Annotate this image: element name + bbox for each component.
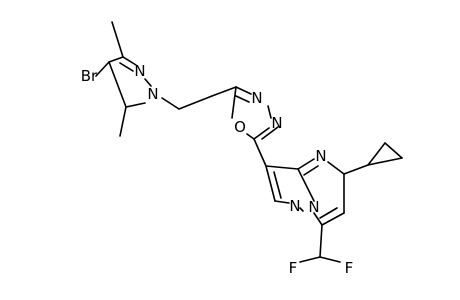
bond <box>321 212 345 226</box>
bond <box>265 165 276 202</box>
atom-f: F <box>289 259 298 277</box>
bond <box>367 142 386 166</box>
bond <box>253 138 267 167</box>
bond <box>231 86 237 119</box>
bond <box>299 207 304 212</box>
bond <box>108 61 127 108</box>
bond <box>319 224 323 258</box>
bond <box>253 127 270 140</box>
bond <box>95 61 110 77</box>
bond <box>384 142 403 159</box>
bond <box>111 21 124 58</box>
bond <box>178 95 213 110</box>
atom-br: Br <box>81 67 98 85</box>
bond <box>235 95 250 103</box>
bond <box>161 97 180 110</box>
bond <box>119 106 127 137</box>
atom-n: N <box>134 62 145 80</box>
bond <box>119 62 134 72</box>
bonds <box>95 21 403 263</box>
bond <box>144 78 152 87</box>
atom-o: O <box>234 118 246 136</box>
bond <box>299 256 321 263</box>
atom-n: N <box>251 89 262 107</box>
bond <box>343 164 369 175</box>
bond <box>313 212 323 226</box>
bond <box>297 168 315 202</box>
atom-n: N <box>308 198 319 216</box>
bond <box>108 56 124 63</box>
bond <box>261 126 279 140</box>
bond <box>211 86 237 97</box>
bond <box>319 256 341 263</box>
bond <box>273 171 282 199</box>
atom-labels: Br N N N N O N N N F F <box>81 62 354 277</box>
bond <box>122 56 137 66</box>
bond <box>303 165 319 176</box>
atom-n: N <box>271 114 282 132</box>
bond <box>297 158 315 170</box>
bond <box>235 86 252 95</box>
bond <box>267 105 272 119</box>
bond <box>327 161 345 175</box>
bond <box>274 200 290 204</box>
bond <box>367 157 403 166</box>
bond <box>265 165 299 170</box>
bond <box>246 133 255 140</box>
bond <box>319 207 338 219</box>
atom-n: N <box>315 147 326 165</box>
atom-n: N <box>289 197 300 215</box>
atom-f: F <box>345 259 354 277</box>
bond <box>125 102 146 108</box>
atom-n: N <box>147 85 158 103</box>
